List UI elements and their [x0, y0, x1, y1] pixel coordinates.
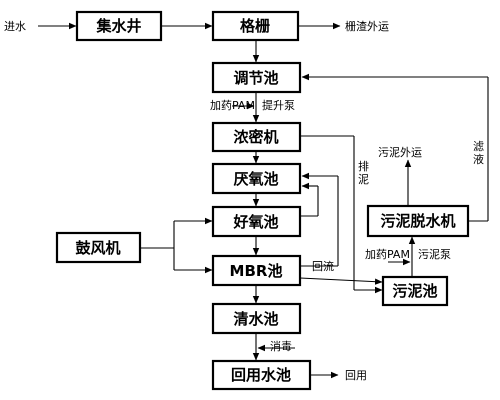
label-reuse: 回用 — [345, 369, 367, 382]
label-screenings-out: 栅渣外运 — [345, 19, 389, 33]
box-sludge-dewatering: 污泥脱水机 — [366, 204, 470, 238]
box-label-aerobic-tank: 好氧池 — [232, 213, 278, 231]
box-label-grille: 格栅 — [240, 17, 270, 35]
box-clear-water-tank: 清水池 — [211, 302, 302, 335]
annotations: 进水 栅渣外运 加药PAM 提升泵 回流 消毒 回用 污泥外运 加药PAM 污泥… — [4, 19, 484, 382]
label-filtrate: 滤液 — [473, 140, 484, 166]
box-label-mbr-tank: MBR池 — [230, 262, 283, 280]
box-label-concentrator: 浓密机 — [233, 128, 278, 146]
box-label-regulation-tank: 调节池 — [233, 69, 278, 87]
box-concentrator: 浓密机 — [211, 121, 302, 153]
label-sludge-pump: 污泥泵 — [418, 248, 451, 261]
box-mbr-tank: MBR池 — [211, 254, 302, 287]
label-discharge-sludge: 排泥 — [358, 159, 369, 186]
label-lift-pump: 提升泵 — [262, 99, 295, 112]
label-add-pam-2: 加药PAM — [365, 248, 410, 261]
connectors — [38, 22, 489, 379]
box-label-reuse-tank: 回用水池 — [231, 366, 291, 384]
box-reuse-tank: 回用水池 — [211, 359, 312, 391]
box-anaerobic-tank: 厌氧池 — [211, 162, 302, 195]
box-grille: 格栅 — [211, 10, 300, 42]
box-collection-well: 集水井 — [75, 10, 163, 42]
box-regulation-tank: 调节池 — [211, 61, 302, 94]
box-sludge-tank: 污泥池 — [381, 275, 449, 307]
box-label-collection-well: 集水井 — [95, 17, 141, 35]
box-label-anaerobic-tank: 厌氧池 — [233, 170, 278, 188]
box-label-blower: 鼓风机 — [75, 239, 120, 257]
box-label-sludge-tank: 污泥池 — [392, 282, 437, 300]
box-label-clear-water-tank: 清水池 — [233, 310, 278, 328]
box-label-sludge-dewatering: 污泥脱水机 — [380, 212, 455, 230]
box-aerobic-tank: 好氧池 — [211, 205, 302, 238]
arrow-mbr-to-sludge — [299, 277, 383, 285]
label-sludge-out: 污泥外运 — [378, 146, 422, 159]
label-add-pam-1: 加药PAM — [210, 99, 255, 112]
label-water-in: 进水 — [4, 20, 26, 33]
box-blower: 鼓风机 — [55, 231, 142, 264]
label-reflux: 回流 — [312, 259, 334, 273]
label-disinfection: 消毒 — [270, 339, 292, 353]
